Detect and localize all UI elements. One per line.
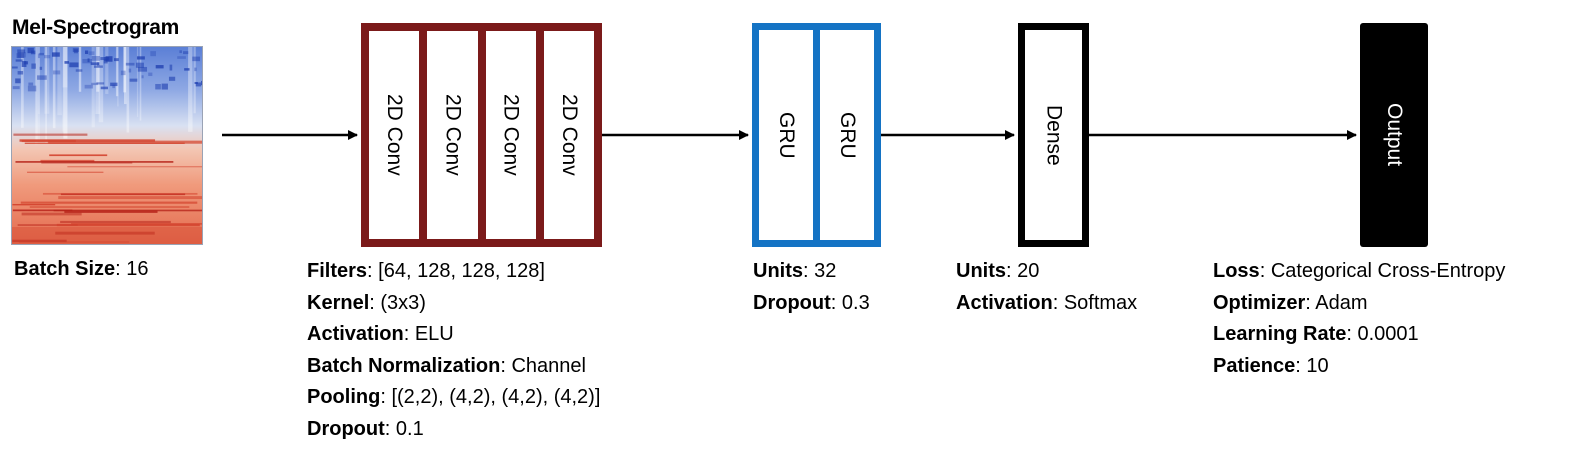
gru-layer: GRU	[759, 30, 813, 240]
param-row: Activation: Softmax	[956, 291, 1138, 314]
gru-layer-label: GRU	[775, 111, 798, 159]
conv-layer-label: 2D Conv	[441, 94, 465, 176]
dense-params: Units: 20 Activation: Softmax	[956, 256, 1137, 319]
output-label: Output	[1383, 103, 1406, 167]
conv-layer: 2D Conv	[427, 31, 478, 239]
param-key: Kernel	[307, 291, 370, 314]
input-params: Batch Size: 16	[14, 254, 149, 286]
conv-layer-label: 2D Conv	[383, 94, 407, 176]
param-row: Filters: [64, 128, 128, 128]	[307, 260, 545, 282]
param-row: Units: 32	[753, 260, 837, 282]
param-key: Learning Rate	[1213, 323, 1347, 345]
dense-layer-label: Dense	[1042, 104, 1066, 166]
gru-layer-label: GRU	[836, 111, 859, 159]
conv-params: Filters: [64, 128, 128, 128] Kernel: (3x…	[307, 256, 600, 445]
gru-params: Units: 32 Dropout: 0.3	[753, 256, 870, 319]
param-row: Learning Rate: 0.0001	[1213, 323, 1419, 345]
param-value: Categorical Cross-Entropy	[1270, 260, 1506, 282]
param-row: Dropout: 0.1	[307, 417, 424, 440]
conv-layer: 2D Conv	[543, 31, 594, 239]
param-key: Batch Normalization	[307, 354, 501, 377]
param-row: Loss: Categorical Cross-Entropy	[1213, 260, 1506, 282]
param-key: Filters	[307, 260, 368, 282]
param-key: Dropout	[307, 417, 385, 440]
param-row: Batch Normalization: Channel	[307, 354, 586, 377]
param-value: 0.0001	[1357, 323, 1419, 345]
param-value: 20	[1017, 260, 1040, 282]
param-value: ELU	[414, 323, 454, 345]
param-row: Activation: ELU	[307, 323, 454, 345]
param-row: Batch Size: 16	[14, 258, 149, 280]
param-value: Softmax	[1063, 291, 1138, 314]
dense-block: Dense	[1018, 23, 1089, 247]
output-block: Output	[1360, 23, 1428, 247]
param-key: Units	[956, 260, 1006, 282]
param-value: [(2,2), (4,2), (4,2), (4,2)]	[391, 386, 601, 408]
conv-layer: 2D Conv	[485, 31, 536, 239]
dense-layer: Dense	[1025, 30, 1082, 240]
param-value: 0.3	[841, 291, 870, 314]
conv-layer: 2D Conv	[369, 31, 420, 239]
param-key: Activation	[956, 291, 1053, 314]
param-value: 10	[1306, 354, 1329, 377]
param-value: (3x3)	[380, 291, 426, 314]
spectrogram-image	[11, 46, 203, 245]
spectrogram-graphic	[12, 47, 202, 244]
conv-layer-label: 2D Conv	[557, 94, 581, 176]
param-row: Patience: 10	[1213, 354, 1329, 377]
param-value: Adam	[1315, 291, 1368, 314]
param-row: Units: 20	[956, 260, 1040, 282]
gru-layer: GRU	[820, 30, 874, 240]
param-row: Pooling: [(2,2), (4,2), (4,2), (4,2)]	[307, 386, 601, 408]
param-key: Patience	[1213, 354, 1296, 377]
output-params: Loss: Categorical Cross-Entropy Optimize…	[1213, 256, 1505, 382]
param-key: Pooling	[307, 386, 381, 408]
input-title: Mel-Spectrogram	[12, 16, 180, 39]
param-value: 16	[126, 258, 149, 280]
param-key: Activation	[307, 323, 404, 345]
param-row: Kernel: (3x3)	[307, 291, 426, 314]
param-key: Dropout	[753, 291, 831, 314]
param-value: 0.1	[395, 417, 424, 440]
param-row: Dropout: 0.3	[753, 291, 870, 314]
conv-layer-label: 2D Conv	[499, 94, 523, 176]
conv-block: 2D Conv 2D Conv 2D Conv 2D Conv	[361, 23, 602, 247]
param-key: Optimizer	[1213, 291, 1306, 314]
param-key: Units	[753, 260, 803, 282]
param-row: Optimizer: Adam	[1213, 291, 1368, 314]
param-value: Channel	[511, 354, 586, 377]
param-key: Loss	[1213, 260, 1260, 282]
param-value: 32	[814, 260, 837, 282]
param-key: Batch Size	[14, 258, 116, 280]
param-value: [64, 128, 128, 128]	[378, 260, 545, 282]
gru-block: GRU GRU	[752, 23, 881, 247]
